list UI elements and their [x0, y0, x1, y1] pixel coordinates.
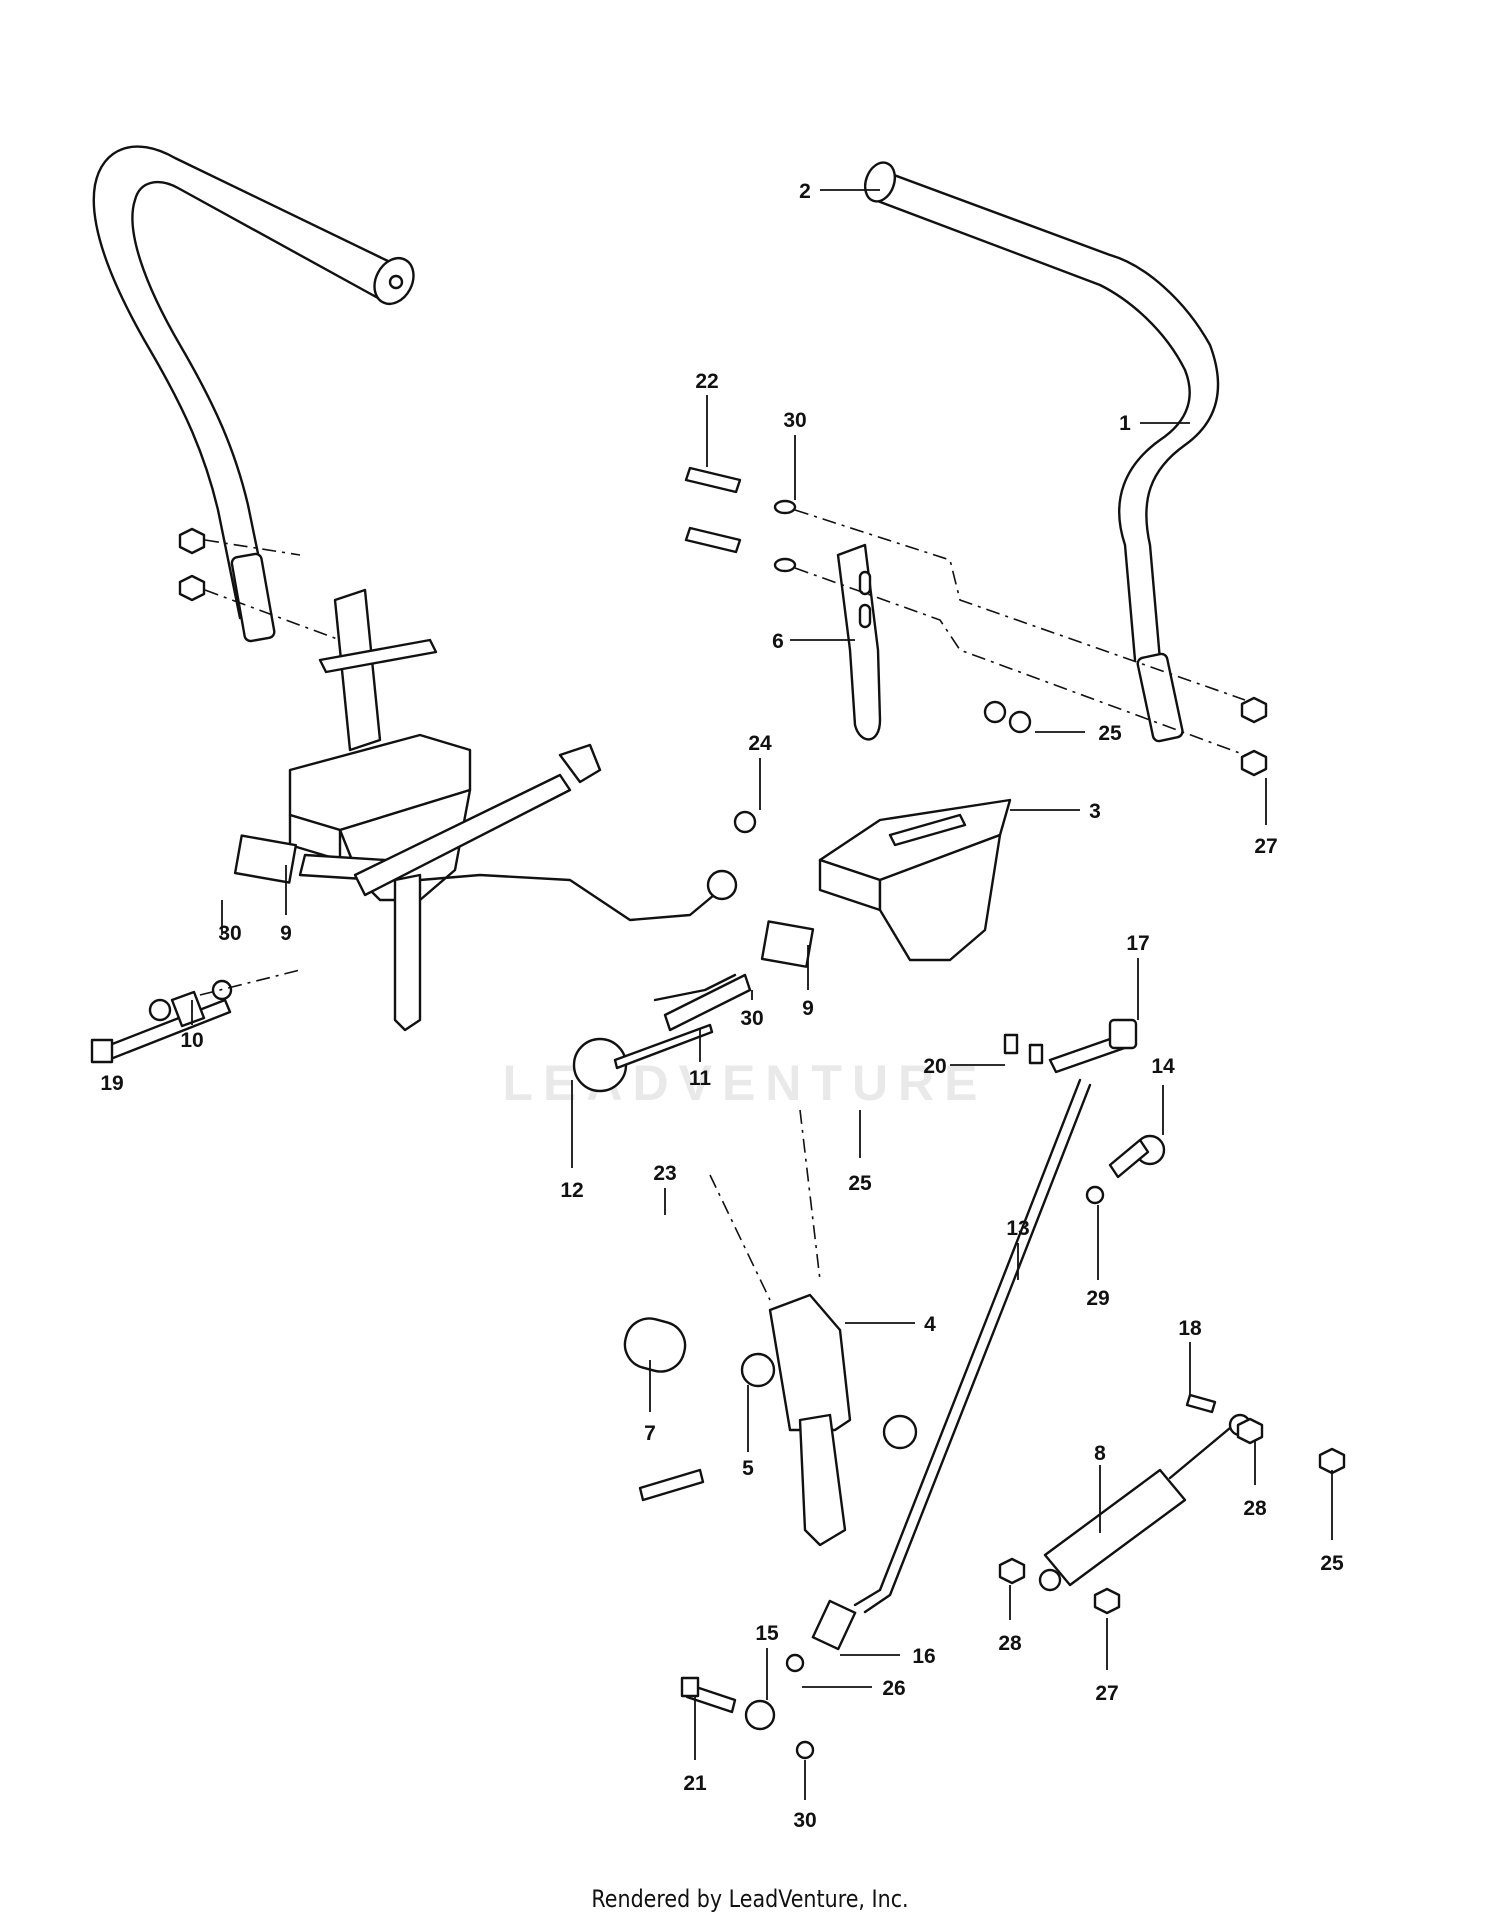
svg-text:5: 5	[742, 1457, 754, 1480]
callout-1: 1	[1119, 412, 1190, 435]
svg-text:22: 22	[695, 370, 718, 393]
svg-text:8: 8	[1094, 1442, 1106, 1465]
left-lever-assembly	[233, 588, 738, 1032]
svg-text:29: 29	[1086, 1287, 1109, 1310]
callout-15: 15	[755, 1622, 779, 1700]
right-handle-bar	[863, 161, 1220, 743]
callout-13: 13	[1006, 1217, 1030, 1280]
svg-text:9: 9	[802, 997, 814, 1020]
svg-text:11: 11	[689, 1067, 712, 1090]
callout-25c: 25	[1320, 1470, 1344, 1575]
svg-text:19: 19	[100, 1072, 123, 1095]
svg-text:27: 27	[1254, 835, 1277, 858]
callout-10: 10	[180, 1000, 204, 1052]
callout-18: 18	[1178, 1317, 1202, 1395]
callout-6: 6	[772, 630, 855, 653]
svg-text:2: 2	[799, 180, 811, 203]
callout-9a: 9	[280, 865, 292, 945]
center-lever	[623, 1109, 918, 1547]
callout-28b: 28	[1243, 1440, 1267, 1520]
callout-23: 23	[653, 1162, 677, 1215]
callout-21: 21	[683, 1695, 707, 1795]
svg-text:3: 3	[1089, 800, 1101, 823]
svg-text:18: 18	[1178, 1317, 1202, 1340]
callout-19: 19	[100, 1060, 124, 1095]
callout-3: 3	[1010, 800, 1101, 823]
callout-16: 16	[840, 1645, 936, 1668]
callout-11: 11	[689, 1028, 712, 1090]
footer-credit: Rendered by LeadVenture, Inc.	[591, 1885, 909, 1913]
svg-text:4: 4	[924, 1313, 936, 1336]
callout-24: 24	[748, 732, 772, 810]
svg-text:9: 9	[280, 922, 292, 945]
callout-12: 12	[560, 1080, 584, 1202]
svg-text:25: 25	[1098, 722, 1122, 745]
svg-text:12: 12	[560, 1179, 583, 1202]
center-spring-knob	[572, 920, 815, 1093]
svg-text:1: 1	[1119, 412, 1131, 435]
right-bracket	[818, 798, 1012, 962]
svg-text:16: 16	[912, 1645, 935, 1668]
callout-7: 7	[644, 1360, 656, 1445]
svg-text:28: 28	[1243, 1497, 1267, 1520]
left-hardware	[90, 527, 438, 1064]
svg-text:28: 28	[998, 1632, 1022, 1655]
callout-25a: 25	[1035, 722, 1122, 745]
svg-text:13: 13	[1006, 1217, 1029, 1240]
left-handle-bar	[92, 145, 415, 643]
svg-text:24: 24	[748, 732, 772, 755]
svg-text:26: 26	[882, 1677, 905, 1700]
callout-30d: 30	[793, 1760, 817, 1832]
callouts: 1 2 3 4 5 6 7 8 9 9 10 11 12 13 14 15 16…	[100, 180, 1344, 1832]
svg-text:25: 25	[1320, 1552, 1344, 1575]
svg-text:21: 21	[683, 1772, 707, 1795]
svg-text:30: 30	[783, 409, 806, 432]
right-hardware	[684, 466, 1268, 1074]
callout-28a: 28	[998, 1585, 1022, 1655]
svg-text:30: 30	[793, 1809, 816, 1832]
center-rod	[680, 1078, 1166, 1760]
svg-text:10: 10	[180, 1029, 203, 1052]
svg-text:14: 14	[1151, 1055, 1175, 1078]
callout-29: 29	[1086, 1205, 1110, 1310]
callout-30c: 30	[740, 990, 764, 1030]
gas-spring	[998, 1393, 1346, 1615]
svg-text:30: 30	[740, 1007, 763, 1030]
callout-30a: 30	[783, 409, 807, 500]
callout-2: 2	[799, 180, 880, 203]
callout-26: 26	[802, 1677, 906, 1700]
right-lever-plate	[836, 543, 882, 741]
callout-17: 17	[1126, 932, 1150, 1020]
svg-text:17: 17	[1126, 932, 1149, 955]
callout-5: 5	[742, 1385, 754, 1480]
callout-20: 20	[923, 1055, 1005, 1078]
svg-text:20: 20	[923, 1055, 946, 1078]
svg-text:23: 23	[653, 1162, 676, 1185]
callout-25b: 25	[848, 1110, 872, 1195]
svg-text:30: 30	[218, 922, 241, 945]
callout-8: 8	[1094, 1442, 1106, 1533]
svg-text:6: 6	[772, 630, 784, 653]
svg-text:27: 27	[1095, 1682, 1118, 1705]
callout-30b: 30	[218, 900, 242, 945]
callout-14: 14	[1151, 1055, 1175, 1135]
callout-22: 22	[695, 370, 719, 467]
callout-4: 4	[845, 1313, 936, 1336]
callout-27a: 27	[1254, 778, 1278, 858]
callout-9b: 9	[802, 945, 814, 1020]
svg-text:7: 7	[644, 1422, 656, 1445]
svg-text:15: 15	[755, 1622, 779, 1645]
callout-27b: 27	[1095, 1618, 1119, 1705]
svg-text:25: 25	[848, 1172, 872, 1195]
